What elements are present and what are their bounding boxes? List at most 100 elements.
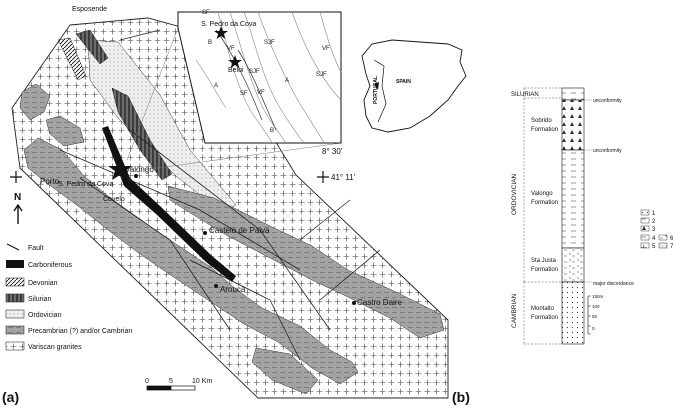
inset-label-b-1: B (208, 40, 212, 46)
legend-swatch-devonian (5, 277, 25, 287)
thickness-scale-50: 50 (592, 314, 598, 319)
inset-frame (177, 11, 342, 144)
label-arouca: Arouca (220, 285, 246, 294)
inset-label-vf-2: VF (257, 90, 265, 96)
faults (59, 29, 381, 361)
label-covelo: Covelo (103, 196, 125, 203)
key-label-3: 3 (652, 227, 656, 233)
contact-leaders (584, 99, 592, 283)
inset-label-sf-1: SF (202, 10, 210, 16)
portugal-border (373, 59, 387, 123)
town-marker-castro (352, 301, 356, 305)
formation-sobrido-line1: Sobrido (531, 118, 552, 124)
legend-label-devonian: Devonian (28, 280, 58, 287)
annotation-unconformity-2: unconformity (593, 148, 622, 154)
silurian-strip (111, 87, 173, 181)
scale-label-0: 0 (145, 378, 149, 385)
scale-bar: 0 5 10 Km (145, 378, 212, 391)
town-marker-valongo (134, 174, 138, 178)
column-unit-silurian (561, 87, 585, 101)
legend-item-devonian: Devonian (5, 277, 58, 287)
legend-item-granites: Variscan granites (5, 341, 82, 351)
thickness-scale-axis (587, 295, 591, 335)
legend-item-ordovician: Ordovician (5, 309, 62, 319)
geological-map: Esposende Porto S. Pedro da Cova Covelo … (10, 6, 449, 399)
legend-swatch-granites (5, 341, 25, 351)
label-castelo: Castelo de Paiva (209, 226, 270, 235)
portugal-location-marker-icon (374, 82, 379, 90)
key-swatch-5 (640, 242, 650, 249)
town-marker-castelo (203, 231, 207, 235)
longitude-label: 8° 30' (322, 147, 343, 156)
scale-bar-light (170, 385, 196, 391)
key-swatch-3 (640, 225, 650, 232)
label-porto: Porto (40, 177, 60, 186)
key-label-4: 4 (652, 236, 656, 242)
key-label-6: 6 (670, 236, 674, 242)
thickness-scale-100: 100 (592, 304, 600, 309)
precambrian-ridge (45, 115, 85, 147)
column-unit-sta-justa (561, 247, 585, 283)
formation-valongo-line2: Formation (531, 200, 558, 206)
formation-montalto-line1: Montalto (531, 306, 555, 312)
key-label-7: 7 (670, 244, 674, 250)
legend-swatch-precambrian (5, 325, 25, 335)
study-area-star-icon (108, 158, 132, 180)
annotation-unconformity-1: unconformity (593, 98, 622, 104)
label-s-pedro: S. Pedro da Cova (58, 181, 113, 188)
lithology-key: 1 2 3 4 5 6 7 (640, 209, 674, 250)
legend-label-carboniferous: Carboniferous (28, 262, 72, 269)
stratigraphic-column: SILURIAN ORDOVICIAN CAMBRIAN Sobrido For… (511, 87, 674, 345)
legend-label-granites: Variscan granites (28, 344, 82, 351)
precambrian-east (167, 185, 445, 339)
legend-label-fault: Fault (28, 245, 44, 252)
formation-valongo-line1: Valongo (531, 191, 553, 197)
column-unit-sobrido (561, 99, 585, 151)
key-label-1: 1 (652, 211, 656, 217)
annotation-major-discordance: major discordance (593, 281, 634, 287)
key-swatch-1 (640, 209, 650, 216)
devonian-strip (57, 37, 87, 81)
label-spain: SPAIN (396, 79, 411, 85)
period-label-silurian: SILURIAN (511, 92, 539, 98)
legend-label-ordovician: Ordovician (28, 312, 62, 319)
grid-cross-left (10, 171, 22, 183)
inset-label-a-2: A (285, 78, 289, 84)
inset-label-sjf-1: SJF (264, 40, 275, 46)
silurian-north (75, 29, 109, 65)
inset-label-s-pedro: S. Pedro da Cova (201, 21, 256, 28)
column-unit-montalto (561, 281, 585, 345)
period-brackets (523, 87, 562, 345)
precambrian-belt (23, 137, 359, 385)
formation-sta-justa-line2: Formation (531, 267, 558, 273)
legend-swatch-silurian (5, 293, 25, 303)
period-label-cambrian: CAMBRIAN (511, 293, 518, 328)
grid-cross-right (317, 171, 329, 183)
key-swatch-4 (640, 234, 650, 241)
inset-star-beloi-icon (228, 55, 242, 68)
label-portugal: PORTUGAL (373, 76, 379, 104)
key-label-2: 2 (652, 219, 656, 225)
thickness-scale-150: 150m (592, 294, 604, 299)
inset-label-sf-2: SF (240, 91, 248, 97)
label-esposende: Esposende (72, 6, 107, 13)
column-unit-valongo (561, 149, 585, 249)
latitude-label: 41° 11' (331, 173, 356, 182)
iberia-outline (361, 39, 467, 133)
legend-item-carboniferous: Carboniferous (6, 260, 72, 269)
north-arrow: N (13, 192, 23, 224)
inset-label-vf-3: VF (322, 46, 330, 52)
inset-map: S. Pedro da Cova Beloi SF SF B B VF VF V… (177, 10, 342, 144)
north-label: N (14, 192, 21, 203)
legend-label-silurian: Silurian (28, 296, 51, 303)
inset-star-s-pedro-icon (214, 26, 228, 39)
north-arrow-icon (13, 203, 23, 224)
inset-label-sjf-3: SJF (316, 72, 327, 78)
inset-faults (215, 29, 277, 131)
key-swatch-7 (658, 242, 668, 249)
period-label-ordovician: ORDOVICIAN (511, 174, 518, 215)
key-swatch-6 (658, 234, 668, 241)
legend-item-fault: Fault (6, 243, 44, 252)
